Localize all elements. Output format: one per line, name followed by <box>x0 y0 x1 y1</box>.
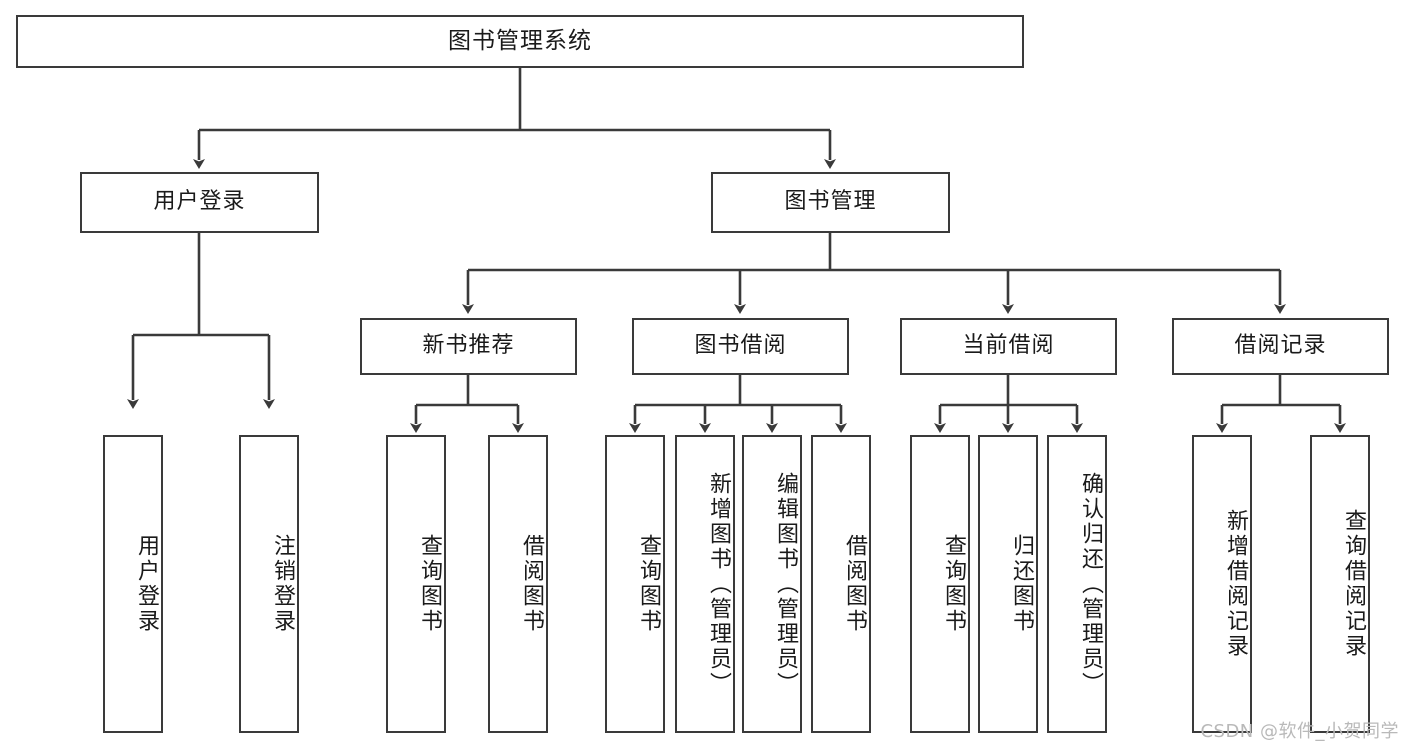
node-user-login[interactable]: 用户登录 <box>80 172 319 233</box>
node-label: 用户登录 <box>153 189 246 215</box>
leaf-query-borrow-record[interactable]: 查询借阅记录 <box>1310 435 1370 733</box>
leaf-query-book-current[interactable]: 查询图书 <box>910 435 970 733</box>
leaf-add-borrow-record[interactable]: 新增借阅记录 <box>1192 435 1252 733</box>
node-label: 借阅图书 <box>842 534 867 634</box>
node-label: 图书借阅 <box>694 333 787 359</box>
node-label: 查询图书 <box>636 534 661 634</box>
node-book-borrow[interactable]: 图书借阅 <box>632 318 849 375</box>
watermark-text: CSDN @软件_小贺同学 <box>1200 721 1399 742</box>
leaf-confirm-return-admin[interactable]: 确认归还（管理员） <box>1047 435 1107 733</box>
node-label: 新增图书（管理员） <box>706 471 731 697</box>
node-label: 确认归还（管理员） <box>1078 471 1103 697</box>
node-borrow-record[interactable]: 借阅记录 <box>1172 318 1389 375</box>
node-label: 查询图书 <box>417 534 442 634</box>
node-label: 新增借阅记录 <box>1223 509 1248 659</box>
node-book-management[interactable]: 图书管理 <box>711 172 950 233</box>
node-label: 图书管理 <box>784 189 877 215</box>
leaf-return-book[interactable]: 归还图书 <box>978 435 1038 733</box>
node-label: 注销登录 <box>270 534 295 634</box>
node-root-book-management-system[interactable]: 图书管理系统 <box>16 15 1024 68</box>
node-label: 借阅图书 <box>519 534 544 634</box>
leaf-borrow-book-recommend[interactable]: 借阅图书 <box>488 435 548 733</box>
leaf-query-book-borrow[interactable]: 查询图书 <box>605 435 665 733</box>
leaf-add-book-admin[interactable]: 新增图书（管理员） <box>675 435 735 733</box>
leaf-logout-login[interactable]: 注销登录 <box>239 435 299 733</box>
node-label: 借阅记录 <box>1234 333 1327 359</box>
node-new-book-recommend[interactable]: 新书推荐 <box>360 318 577 375</box>
node-label: 编辑图书（管理员） <box>773 471 798 697</box>
node-label: 查询图书 <box>941 534 966 634</box>
node-label: 归还图书 <box>1009 534 1034 634</box>
node-current-borrow[interactable]: 当前借阅 <box>900 318 1117 375</box>
leaf-user-login[interactable]: 用户登录 <box>103 435 163 733</box>
node-label: 查询借阅记录 <box>1341 509 1366 659</box>
leaf-edit-book-admin[interactable]: 编辑图书（管理员） <box>742 435 802 733</box>
node-label: 图书管理系统 <box>448 27 592 54</box>
node-label: 用户登录 <box>134 534 159 634</box>
leaf-borrow-book[interactable]: 借阅图书 <box>811 435 871 733</box>
node-label: 新书推荐 <box>422 333 515 359</box>
leaf-query-book-recommend[interactable]: 查询图书 <box>386 435 446 733</box>
node-label: 当前借阅 <box>962 333 1055 359</box>
